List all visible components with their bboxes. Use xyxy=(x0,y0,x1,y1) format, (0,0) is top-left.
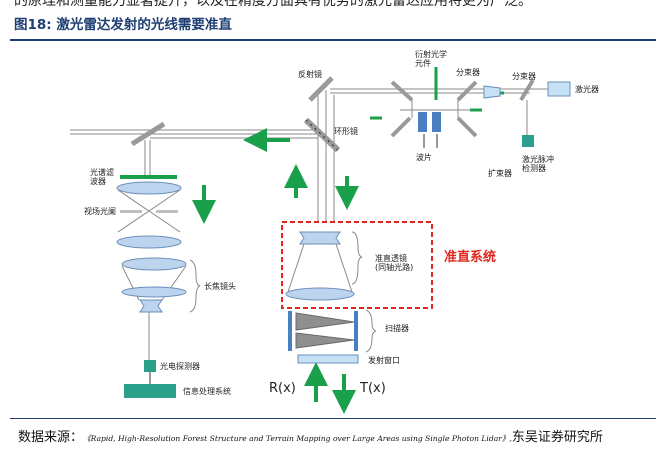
lens-left-3 xyxy=(121,257,187,271)
beam-expander xyxy=(483,85,501,99)
scanner-wedge-1 xyxy=(295,312,355,331)
source-line: 数据来源：《Rapid, High-Resolution Forest Stru… xyxy=(18,426,603,445)
field-stop-left xyxy=(120,210,142,213)
label-scanner: 扫描器 xyxy=(385,323,409,333)
lens-left-1 xyxy=(116,181,182,195)
laser-box xyxy=(547,81,571,97)
label-collimation-system: 准直系统 xyxy=(444,249,496,265)
label-splitter-mid: 分束器 xyxy=(456,68,480,77)
waveplate-assembly xyxy=(390,80,478,138)
title-rule xyxy=(10,39,656,41)
figure-title: 图18: 激光雷达发射的光线需要准直 xyxy=(14,17,232,33)
bottom-rule xyxy=(10,418,656,419)
label-rx: R(x) xyxy=(269,381,296,396)
waveplate-2 xyxy=(432,112,441,132)
lens-left-4 xyxy=(139,299,163,313)
label-splitter-right: 分束器 xyxy=(512,72,536,81)
label-field-stop: 视场光阑 xyxy=(84,206,116,216)
label-laser: 激光器 xyxy=(575,84,599,94)
scanner-wedge-2 xyxy=(295,332,355,349)
label-waveplate: 波片 xyxy=(416,152,432,162)
label-photodetector: 光电探测器 xyxy=(160,361,200,371)
info-system-box xyxy=(124,384,176,398)
label-info-system: 信息处理系统 xyxy=(183,386,231,396)
label-tx: T(x) xyxy=(359,381,386,396)
source-org: 东吴证券研究所 xyxy=(511,430,603,445)
green-arrows xyxy=(192,91,504,414)
lens-left-5 xyxy=(121,286,187,298)
spectral-filter xyxy=(120,175,177,179)
photodetector xyxy=(144,360,156,372)
label-diffractive: 衍射光学元件 xyxy=(415,49,447,68)
collimating-lens-bottom xyxy=(285,287,355,301)
collimation-box xyxy=(281,221,433,309)
header-partial-text: 的原理和测量能力显著提升，以及在精度方面具有优势的激光雷达应用将更为广泛。 xyxy=(14,0,532,8)
source-label: 数据来源： xyxy=(18,430,84,445)
lens-left-2 xyxy=(116,235,182,249)
label-ring-mirror: 环形镜 xyxy=(334,126,358,136)
emission-window xyxy=(297,354,359,364)
source-reference: 《Rapid, High-Resolution Forest Structure… xyxy=(83,434,512,443)
waveplate-1 xyxy=(418,112,427,132)
label-window: 发射窗口 xyxy=(368,355,400,365)
label-collimating-lens: 准直透镜(同轴光路) xyxy=(375,253,413,272)
label-pulse-detector: 激光脉冲检测器 xyxy=(522,154,554,173)
cut-off-header-text: 的原理和测量能力显著提升，以及在精度方面具有优势的激光雷达应用将更为广泛。 xyxy=(0,0,668,8)
label-spectral-filter: 光谱滤波器 xyxy=(90,167,114,186)
collimating-lens-top xyxy=(299,231,341,245)
field-stop-right xyxy=(156,210,178,213)
pulse-detector xyxy=(522,135,534,147)
label-reflector: 反射镜 xyxy=(298,69,322,79)
beam-splitter-right xyxy=(519,78,535,102)
reflector-mirror xyxy=(308,76,334,102)
label-expander: 扩束器 xyxy=(488,168,512,178)
label-telephoto: 长焦镜头 xyxy=(204,281,236,291)
left-mirror xyxy=(130,121,166,147)
